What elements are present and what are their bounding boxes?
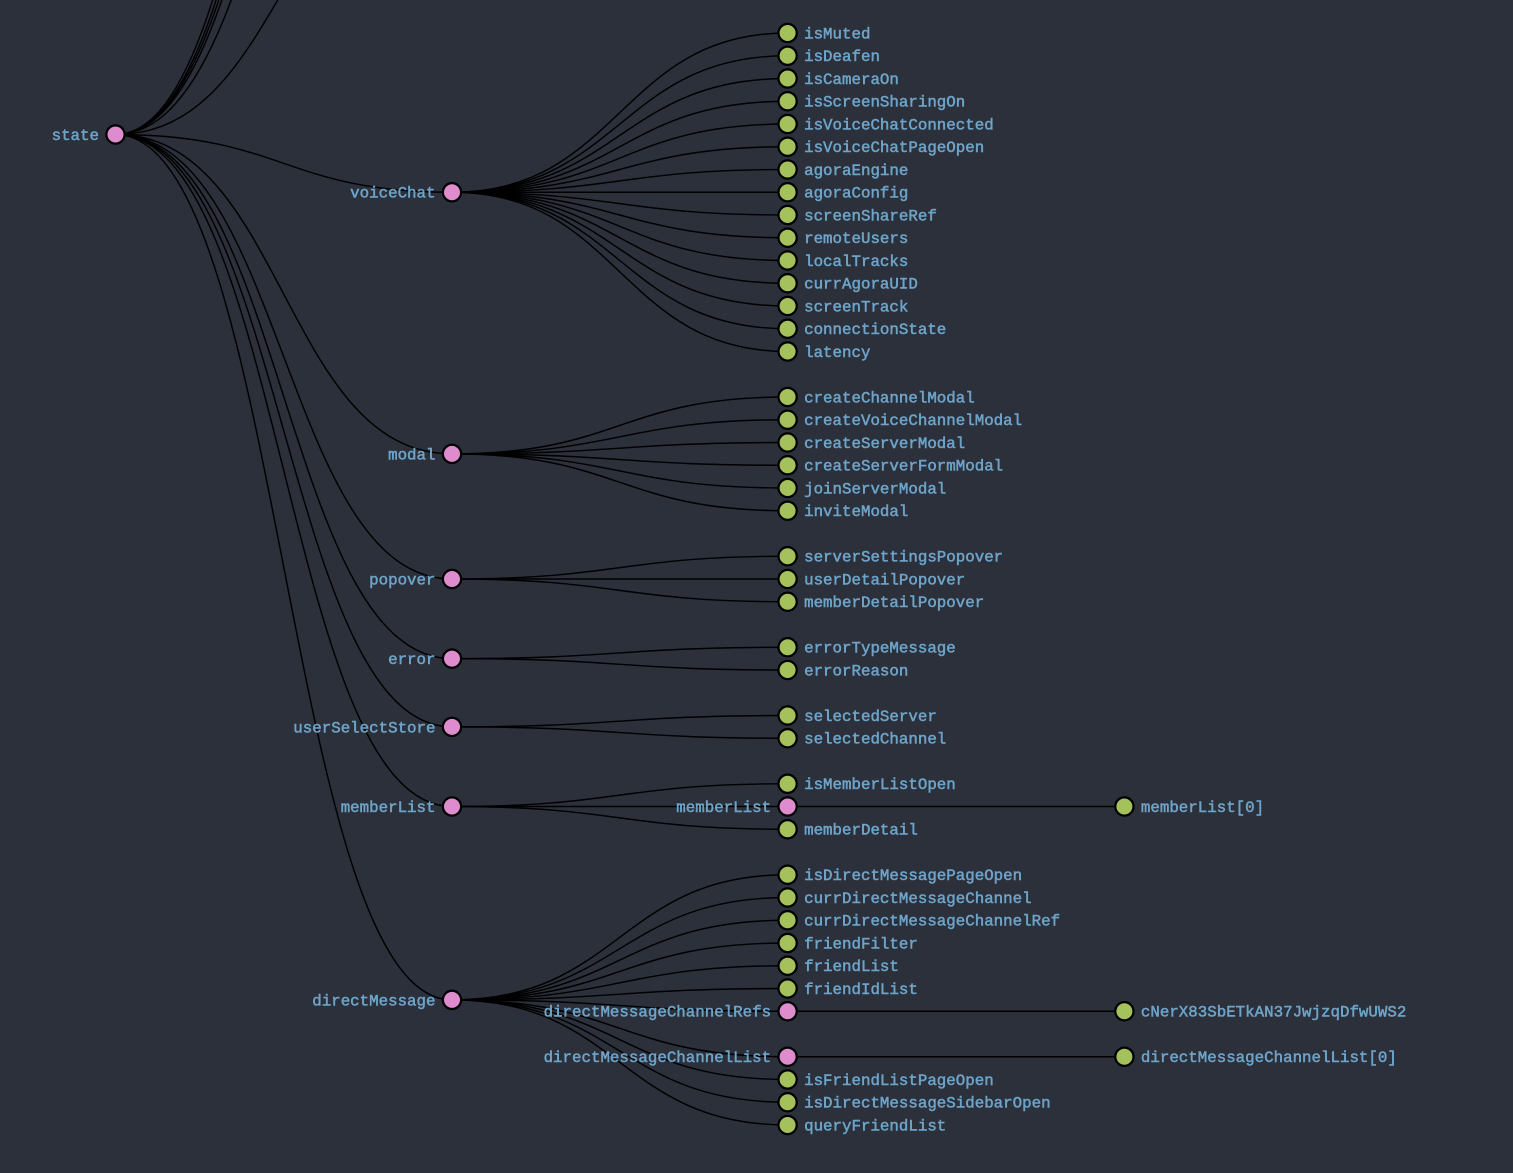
svg-text:friendList: friendList — [804, 958, 899, 976]
svg-text:directMessageChannelRefs: directMessageChannelRefs — [544, 1004, 772, 1022]
svg-text:currDirectMessageChannel: currDirectMessageChannel — [804, 890, 1032, 908]
svg-text:localTracks: localTracks — [804, 253, 908, 271]
svg-text:selectedServer: selectedServer — [804, 708, 937, 726]
svg-text:inviteModal: inviteModal — [804, 503, 908, 521]
svg-text:friendFilter: friendFilter — [804, 935, 918, 953]
svg-text:memberList: memberList — [341, 799, 436, 817]
svg-text:serverSettingsPopover: serverSettingsPopover — [804, 549, 1003, 567]
svg-text:createServerFormModal: createServerFormModal — [804, 458, 1003, 476]
svg-text:isCameraOn: isCameraOn — [804, 71, 899, 89]
svg-text:directMessage: directMessage — [312, 992, 435, 1010]
svg-text:errorTypeMessage: errorTypeMessage — [804, 640, 956, 658]
svg-text:screenShareRef: screenShareRef — [804, 207, 937, 225]
svg-text:isDirectMessagePageOpen: isDirectMessagePageOpen — [804, 867, 1022, 885]
svg-text:isDeafen: isDeafen — [804, 48, 880, 66]
svg-text:isMuted: isMuted — [804, 25, 870, 43]
svg-text:screenTrack: screenTrack — [804, 298, 908, 316]
svg-text:queryFriendList: queryFriendList — [804, 1117, 946, 1135]
svg-text:modal: modal — [388, 446, 435, 464]
svg-text:isVoiceChatPageOpen: isVoiceChatPageOpen — [804, 139, 984, 157]
svg-text:directMessageChannelList[0]: directMessageChannelList[0] — [1141, 1049, 1397, 1067]
svg-text:userSelectStore: userSelectStore — [293, 719, 435, 737]
svg-text:error: error — [388, 651, 435, 669]
svg-text:currDirectMessageChannelRef: currDirectMessageChannelRef — [804, 913, 1060, 931]
svg-text:currAgoraUID: currAgoraUID — [804, 276, 918, 294]
svg-text:friendIdList: friendIdList — [804, 981, 918, 999]
svg-text:directMessageChannelList: directMessageChannelList — [544, 1049, 772, 1067]
svg-text:joinServerModal: joinServerModal — [804, 480, 946, 498]
svg-text:popover: popover — [369, 571, 435, 589]
svg-text:state: state — [52, 127, 99, 145]
svg-text:isDirectMessageSidebarOpen: isDirectMessageSidebarOpen — [804, 1095, 1050, 1113]
svg-text:createServerModal: createServerModal — [804, 435, 965, 453]
svg-text:connectionState: connectionState — [804, 321, 946, 339]
svg-text:createChannelModal: createChannelModal — [804, 389, 975, 407]
svg-text:memberDetailPopover: memberDetailPopover — [804, 594, 984, 612]
svg-text:memberList: memberList — [676, 799, 771, 817]
svg-text:userDetailPopover: userDetailPopover — [804, 571, 965, 589]
svg-text:remoteUsers: remoteUsers — [804, 230, 908, 248]
svg-text:errorReason: errorReason — [804, 662, 908, 680]
svg-text:isFriendListPageOpen: isFriendListPageOpen — [804, 1072, 994, 1090]
svg-text:isVoiceChatConnected: isVoiceChatConnected — [804, 116, 994, 134]
svg-text:createVoiceChannelModal: createVoiceChannelModal — [804, 412, 1022, 430]
svg-text:cNerX83SbETkAN37JwjzqDfwUWS2: cNerX83SbETkAN37JwjzqDfwUWS2 — [1141, 1004, 1406, 1022]
svg-text:latency: latency — [804, 344, 870, 362]
svg-text:isMemberListOpen: isMemberListOpen — [804, 776, 956, 794]
svg-text:agoraEngine: agoraEngine — [804, 162, 908, 180]
svg-text:memberDetail: memberDetail — [804, 822, 918, 840]
svg-text:voiceChat: voiceChat — [350, 185, 435, 203]
svg-text:isScreenSharingOn: isScreenSharingOn — [804, 94, 965, 112]
svg-text:memberList[0]: memberList[0] — [1141, 799, 1264, 817]
svg-text:selectedChannel: selectedChannel — [804, 731, 946, 749]
svg-text:agoraConfig: agoraConfig — [804, 185, 908, 203]
